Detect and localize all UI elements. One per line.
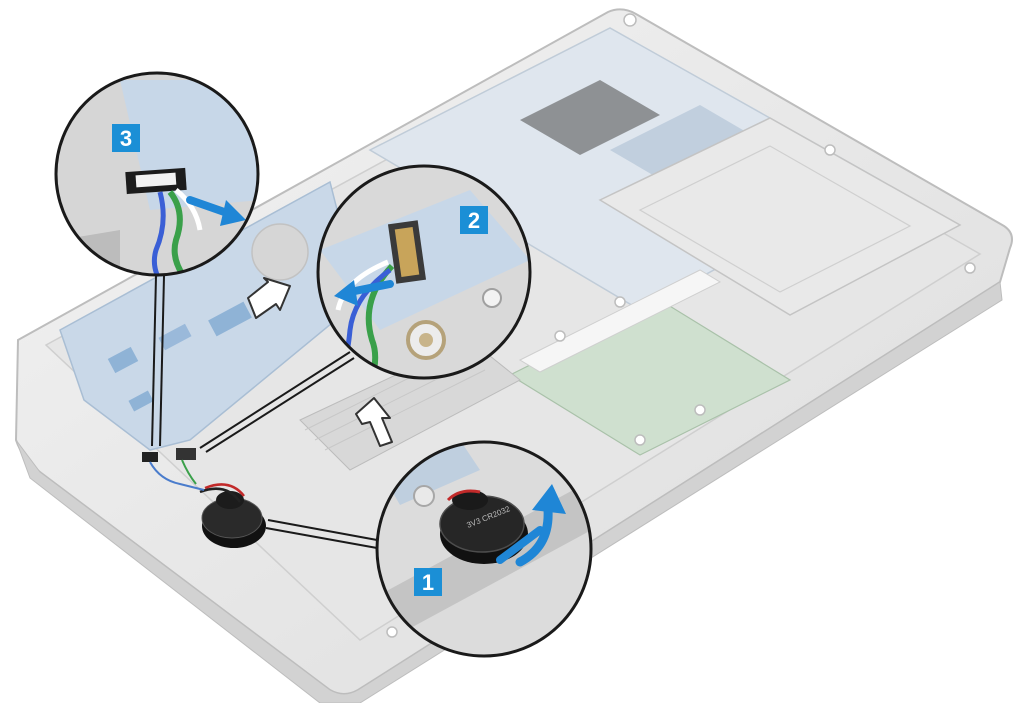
battery-cable-connector-icon — [142, 448, 205, 491]
step-number-1: 1 — [422, 570, 434, 595]
screw-holes — [386, 13, 976, 638]
callout-step-3 — [54, 71, 260, 277]
direction-arrow-icon — [355, 397, 393, 447]
pry-arrow-icon — [515, 505, 553, 567]
step-number-2: 2 — [468, 208, 480, 233]
callout-step-1: 3V3 CR2032 — [375, 440, 593, 658]
disconnect-arrow-icon — [346, 280, 394, 296]
step-badge-1: 1 — [414, 568, 442, 596]
callout-leader-lines — [151, 275, 378, 549]
step-number-3: 3 — [120, 126, 132, 151]
step-badge-2: 2 — [460, 206, 488, 234]
touchpad-board — [508, 269, 792, 456]
ssd-shield — [598, 117, 962, 316]
coin-cell-battery-icon — [199, 483, 266, 548]
step-badge-3: 3 — [112, 124, 140, 152]
direction-arrow-icon — [247, 277, 291, 319]
